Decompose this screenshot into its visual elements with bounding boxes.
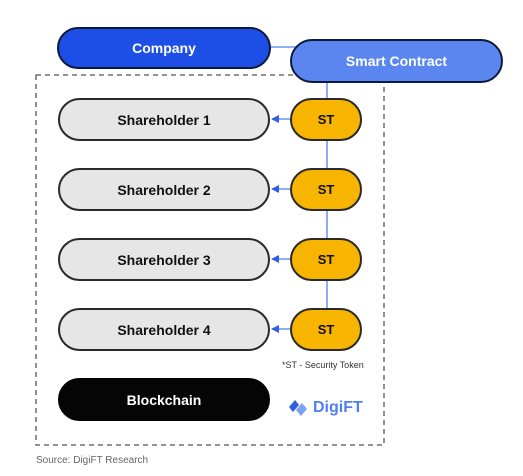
shareholder-label: Shareholder 4 [117, 321, 211, 338]
company-node: Company [57, 27, 271, 69]
digift-logo-icon [289, 400, 307, 416]
digift-logo: DigiFT [287, 398, 363, 418]
smart-contract-node: Smart Contract [290, 39, 503, 83]
shareholder-label: Shareholder 2 [117, 181, 211, 198]
token-label: ST [317, 252, 335, 267]
shareholder-label: Shareholder 3 [117, 251, 211, 268]
smart-contract-label: Smart Contract [345, 53, 448, 69]
source-caption: Source: DigiFT Research [36, 455, 149, 466]
shareholder-node-4: Shareholder 4 [58, 308, 270, 351]
blockchain-boundary [35, 74, 385, 446]
digift-logo-text: DigiFT [313, 399, 363, 416]
token-label: ST [317, 112, 335, 127]
token-label: ST [317, 322, 335, 337]
security-token-node-1: ST [290, 98, 362, 141]
blockchain-label: Blockchain [126, 391, 202, 408]
company-label: Company [132, 40, 196, 56]
footnote: *ST - Security Token [282, 360, 364, 370]
blockchain-node: Blockchain [58, 378, 270, 421]
security-token-node-4: ST [290, 308, 362, 351]
token-label: ST [317, 182, 335, 197]
security-token-node-2: ST [290, 168, 362, 211]
shareholder-label: Shareholder 1 [117, 111, 211, 128]
shareholder-node-2: Shareholder 2 [58, 168, 270, 211]
shareholder-node-3: Shareholder 3 [58, 238, 270, 281]
shareholder-node-1: Shareholder 1 [58, 98, 270, 141]
security-token-node-3: ST [290, 238, 362, 281]
